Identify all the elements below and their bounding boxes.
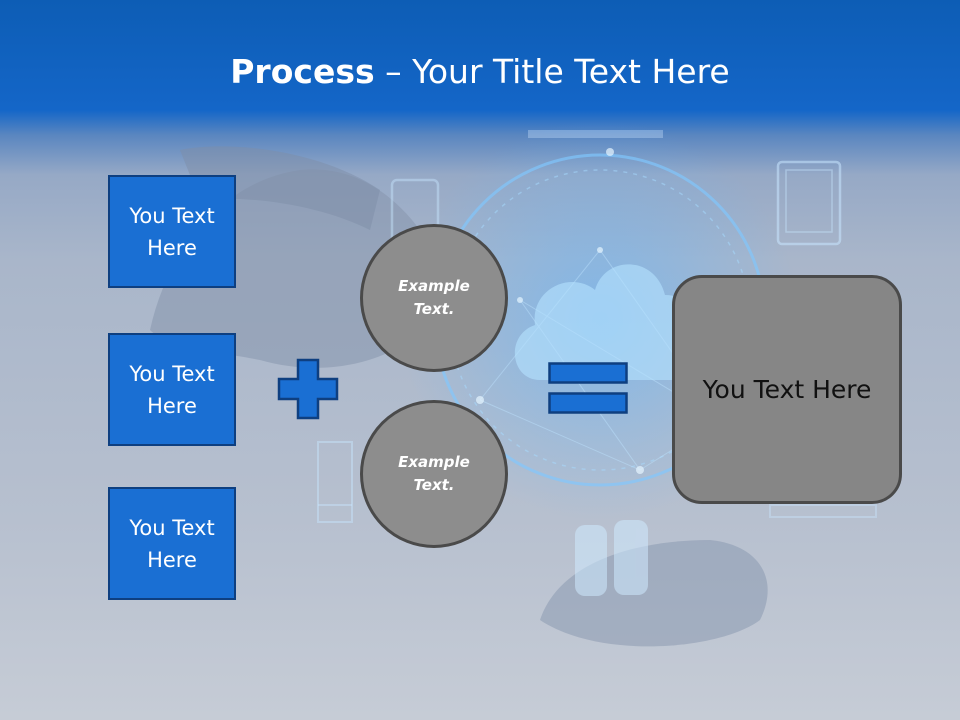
left-box-2[interactable]: You Text Here	[108, 333, 236, 446]
left-box-label: You Text Here	[129, 203, 215, 260]
slide-title: Process – Your Title Text Here	[0, 52, 960, 91]
left-box-3[interactable]: You Text Here	[108, 487, 236, 600]
circle-label: Example Text.	[398, 277, 470, 318]
result-box[interactable]: You Text Here	[672, 275, 902, 504]
circle-label: Example Text.	[398, 453, 470, 494]
left-box-label: You Text Here	[129, 361, 215, 418]
equals-icon	[548, 362, 628, 414]
left-box-label: You Text Here	[129, 515, 215, 572]
result-label: You Text Here	[702, 375, 872, 404]
title-rest: – Your Title Text Here	[374, 52, 730, 91]
plus-icon	[277, 358, 339, 420]
example-circle-1[interactable]: Example Text.	[360, 224, 508, 372]
example-circle-2[interactable]: Example Text.	[360, 400, 508, 548]
title-bold: Process	[230, 52, 375, 91]
left-box-1[interactable]: You Text Here	[108, 175, 236, 288]
